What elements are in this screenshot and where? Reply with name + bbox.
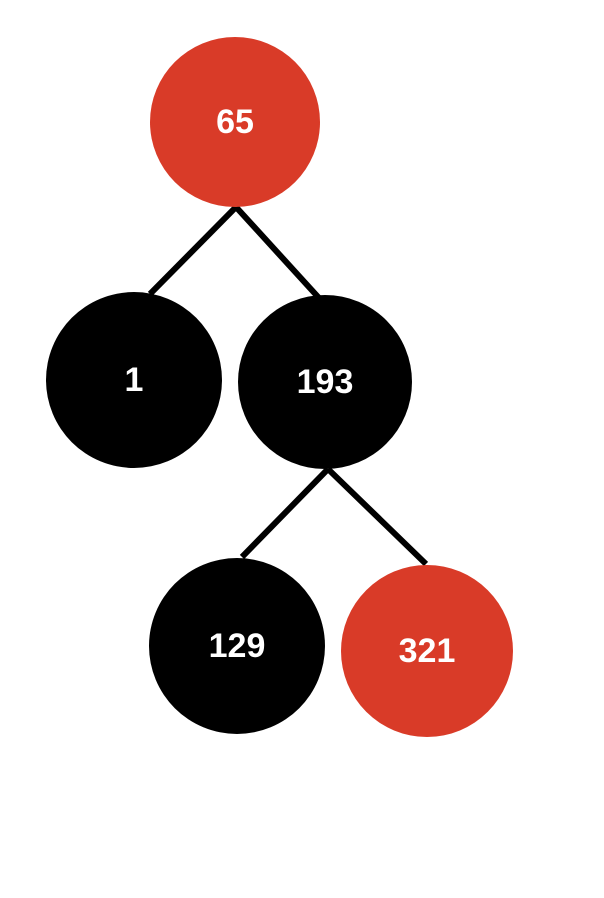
edges-group (147, 204, 429, 567)
tree-node-1[interactable]: 1 (46, 292, 222, 468)
tree-node-label: 1 (124, 361, 144, 399)
tree-node-label: 193 (296, 363, 354, 401)
tree-edge (325, 466, 429, 567)
tree-node-129[interactable]: 129 (149, 558, 325, 734)
tree-node-label: 321 (398, 632, 456, 670)
tree-edge (147, 204, 239, 297)
tree-edge (239, 466, 331, 560)
tree-node-65[interactable]: 65 (150, 37, 320, 207)
tree-node-label: 129 (208, 627, 266, 665)
tree-node-321[interactable]: 321 (341, 565, 513, 737)
tree-edge (233, 204, 322, 301)
tree-node-label: 65 (216, 103, 254, 141)
tree-node-193[interactable]: 193 (238, 295, 412, 469)
